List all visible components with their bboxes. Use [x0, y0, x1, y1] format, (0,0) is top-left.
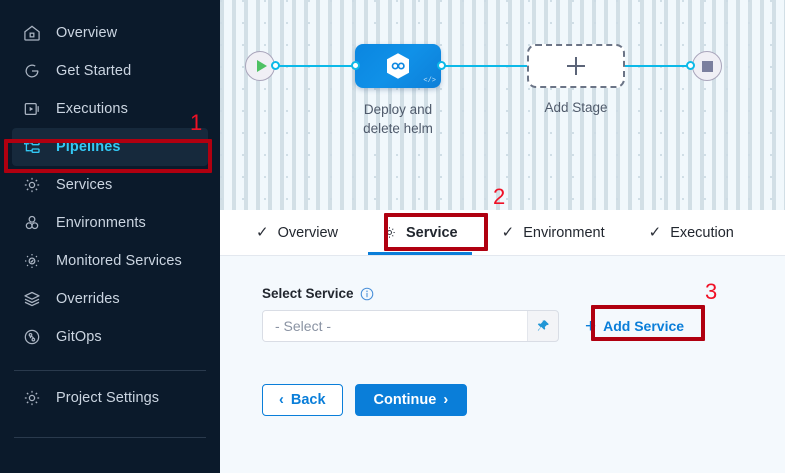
monitored-services-icon	[22, 251, 42, 271]
info-icon[interactable]	[360, 287, 374, 301]
sidebar-item-monitored-services[interactable]: Monitored Services	[0, 242, 220, 280]
add-service-label: Add Service	[603, 318, 685, 334]
add-stage-button[interactable]	[527, 44, 625, 88]
stage-tabs: ✓ Overview Service ✓ Environment ✓ Execu…	[220, 210, 785, 256]
tab-environment[interactable]: ✓ Environment	[480, 210, 627, 255]
sidebar-item-label: Executions	[56, 101, 128, 117]
sidebar-item-gitops[interactable]: GitOps	[0, 318, 220, 356]
start-port	[271, 61, 280, 70]
chevron-right-icon: ›	[443, 392, 449, 408]
edge-stage-to-add	[442, 65, 528, 67]
sidebar-item-overview[interactable]: Overview	[0, 14, 220, 52]
gear-icon	[382, 225, 397, 240]
sidebar-divider-bottom	[14, 437, 206, 438]
back-label: Back	[290, 392, 326, 408]
select-service-label: Select Service	[262, 286, 354, 301]
plus-icon-v	[575, 57, 577, 75]
stage-label-line1: Deploy and	[363, 102, 433, 117]
stage-out-port	[437, 61, 446, 70]
tab-overview[interactable]: ✓ Overview	[234, 210, 360, 255]
edge-start-to-stage	[276, 65, 356, 67]
continue-button[interactable]: Continue ›	[354, 384, 468, 416]
home-icon	[22, 23, 42, 43]
check-icon: ✓	[648, 224, 662, 241]
sidebar-item-get-started[interactable]: Get Started	[0, 52, 220, 90]
stage-label-line2: delete helm	[363, 121, 433, 136]
sidebar-item-label: Get Started	[56, 63, 132, 79]
executions-icon	[22, 99, 42, 119]
check-icon: ✓	[256, 224, 269, 241]
stage-node-deploy-and-delete-helm[interactable]: </>	[355, 44, 441, 88]
pipeline-graph: </> Deploy and delete helm Add Stage	[220, 0, 785, 210]
back-button[interactable]: ‹ Back	[262, 384, 343, 416]
sidebar-item-label: Overrides	[56, 291, 120, 307]
tab-service[interactable]: Service	[360, 210, 480, 255]
play-icon	[256, 60, 267, 72]
tab-label: Environment	[523, 224, 605, 241]
plus-icon: +	[585, 315, 597, 337]
sidebar-item-label: Pipelines	[56, 139, 121, 155]
form-actions: ‹ Back Continue ›	[262, 384, 785, 416]
sidebar-item-environments[interactable]: Environments	[0, 204, 220, 242]
sidebar-item-project-settings[interactable]: Project Settings	[0, 379, 220, 417]
gear-icon	[22, 175, 42, 195]
tab-execution[interactable]: ✓ Execution	[627, 210, 756, 255]
layers-icon	[22, 289, 42, 309]
edge-add-to-end	[624, 65, 690, 67]
stage-label: Deploy and delete helm	[338, 100, 458, 138]
check-icon: ✓	[501, 224, 515, 241]
end-port	[686, 61, 695, 70]
sidebar-item-label: Project Settings	[56, 390, 160, 406]
pin-icon[interactable]	[528, 311, 558, 341]
service-form-panel: Select Service - Select -	[220, 256, 785, 473]
environments-icon	[22, 213, 42, 233]
pipelines-icon	[22, 137, 42, 157]
sidebar-item-label: Monitored Services	[56, 253, 182, 269]
main-area: </> Deploy and delete helm Add Stage	[220, 0, 785, 473]
sidebar: Overview Get Started Executions	[0, 0, 220, 473]
sidebar-item-label: Overview	[56, 25, 118, 41]
sidebar-item-executions[interactable]: Executions	[0, 90, 220, 128]
select-service-control[interactable]: - Select -	[262, 310, 559, 342]
tab-label: Overview	[277, 224, 339, 241]
tab-label: Service	[406, 224, 458, 241]
sidebar-item-services[interactable]: Services	[0, 166, 220, 204]
sidebar-item-label: Environments	[56, 215, 146, 231]
stop-icon	[701, 60, 713, 72]
pipeline-canvas[interactable]: </> Deploy and delete helm Add Stage	[220, 0, 785, 210]
select-service-row: - Select - + Add Service	[262, 310, 785, 342]
pipeline-start-node[interactable]	[245, 51, 275, 81]
continue-label: Continue	[373, 392, 437, 408]
gitops-icon	[22, 327, 42, 347]
sidebar-item-overrides[interactable]: Overrides	[0, 280, 220, 318]
get-started-icon	[22, 61, 42, 81]
helm-hexagon-icon	[387, 53, 409, 79]
add-service-button[interactable]: + Add Service	[585, 317, 684, 336]
tab-label: Execution	[670, 224, 734, 241]
code-icon: </>	[423, 77, 436, 85]
select-service-input[interactable]: - Select -	[263, 311, 528, 341]
sidebar-item-pipelines[interactable]: Pipelines	[12, 128, 208, 166]
canvas-grid	[220, 0, 785, 210]
sidebar-item-label: GitOps	[56, 329, 102, 345]
sidebar-item-label: Services	[56, 177, 113, 193]
gear-icon	[22, 388, 42, 408]
pipeline-end-node[interactable]	[692, 51, 722, 81]
add-stage-label: Add Stage	[544, 100, 608, 115]
sidebar-divider-top	[14, 370, 206, 371]
stage-in-port	[351, 61, 360, 70]
select-service-label-row: Select Service	[262, 286, 785, 301]
chevron-left-icon: ‹	[279, 392, 284, 408]
